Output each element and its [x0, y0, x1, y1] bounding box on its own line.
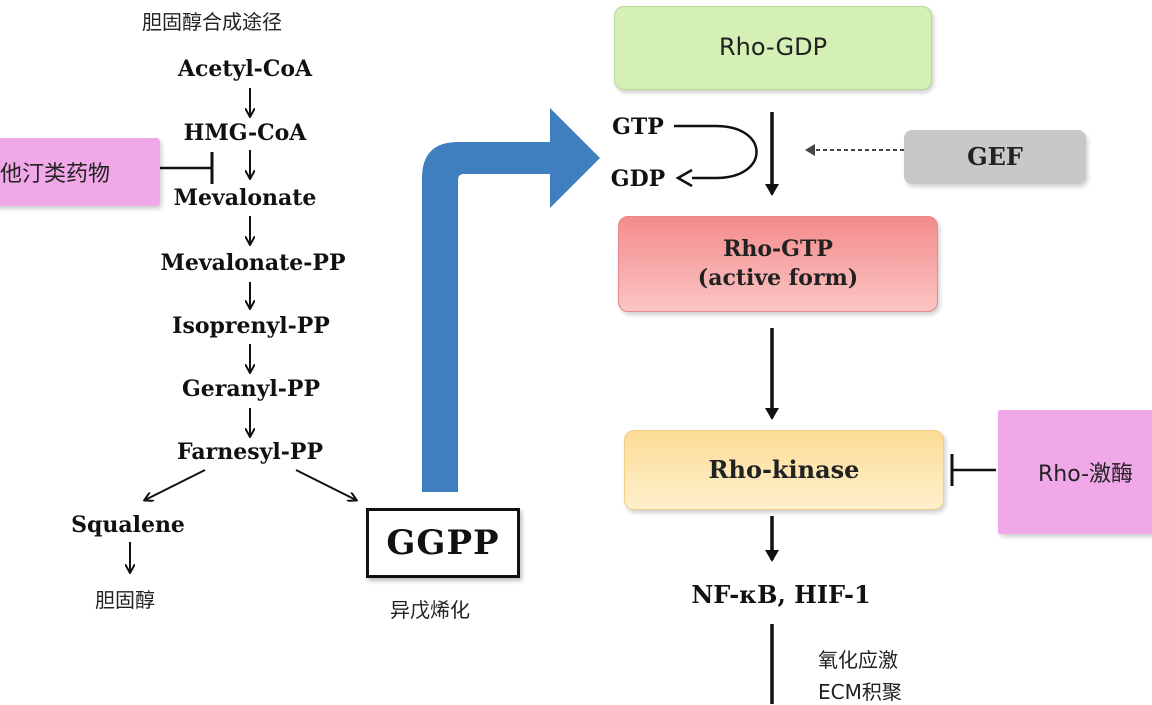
rho-kinase-box: Rho-kinase — [624, 430, 944, 510]
rho-kinase-label: Rho-kinase — [708, 455, 860, 485]
statin-label: 他汀类药物 — [0, 162, 111, 187]
gef-box: GEF — [904, 130, 1086, 184]
effect-oxidative-stress: 氧化应激 — [818, 648, 898, 672]
arrow-farnesyl-ggpp — [295, 469, 356, 500]
gdp-label: GDP — [610, 166, 666, 192]
rho-kinase-inhibitor-label: Rho-激酶 — [1038, 462, 1134, 487]
step-acetyl-coa: Acetyl-CoA — [177, 56, 313, 82]
rho-kinase-inhibitor-box: Rho-激酶 — [998, 410, 1152, 534]
pathway-title: 胆固醇合成途径 — [142, 10, 282, 34]
step-mevalonate-pp: Mevalonate-PP — [160, 250, 346, 276]
big-blue-arrow — [422, 108, 600, 492]
branch-squalene: Squalene — [71, 512, 185, 538]
arrow-farnesyl-squalene — [145, 469, 206, 500]
rho-gdp-box: Rho-GDP — [614, 6, 932, 90]
gtp-gdp-exchange-head — [675, 168, 693, 188]
rho-gtp-label: Rho-GTP — [723, 236, 833, 263]
rho-gdp-label: Rho-GDP — [718, 33, 828, 62]
ggpp-prenylation-label: 异戊烯化 — [390, 598, 470, 622]
rho-gtp-box: Rho-GTP (active form) — [618, 216, 938, 312]
step-mevalonate: Mevalonate — [173, 185, 317, 211]
step-isoprenyl-pp: Isoprenyl-PP — [172, 313, 330, 339]
statin-box: 他汀类药物 — [0, 138, 160, 206]
gef-label: GEF — [967, 142, 1023, 172]
targets-label: NF-κB, HIF-1 — [691, 580, 871, 609]
rho-gtp-note: (active form) — [697, 265, 859, 291]
ggpp-label: GGPP — [386, 523, 500, 563]
effect-ecm-accumulation: ECM积聚 — [818, 680, 902, 704]
ggpp-box: GGPP — [366, 508, 520, 578]
step-geranyl-pp: Geranyl-PP — [182, 376, 320, 402]
step-hmg-coa: HMG-CoA — [183, 120, 307, 146]
branch-cholesterol: 胆固醇 — [95, 588, 155, 612]
step-farnesyl-pp: Farnesyl-PP — [177, 439, 323, 465]
gtp-gdp-exchange-arrow — [674, 124, 758, 180]
gtp-label: GTP — [612, 114, 664, 140]
